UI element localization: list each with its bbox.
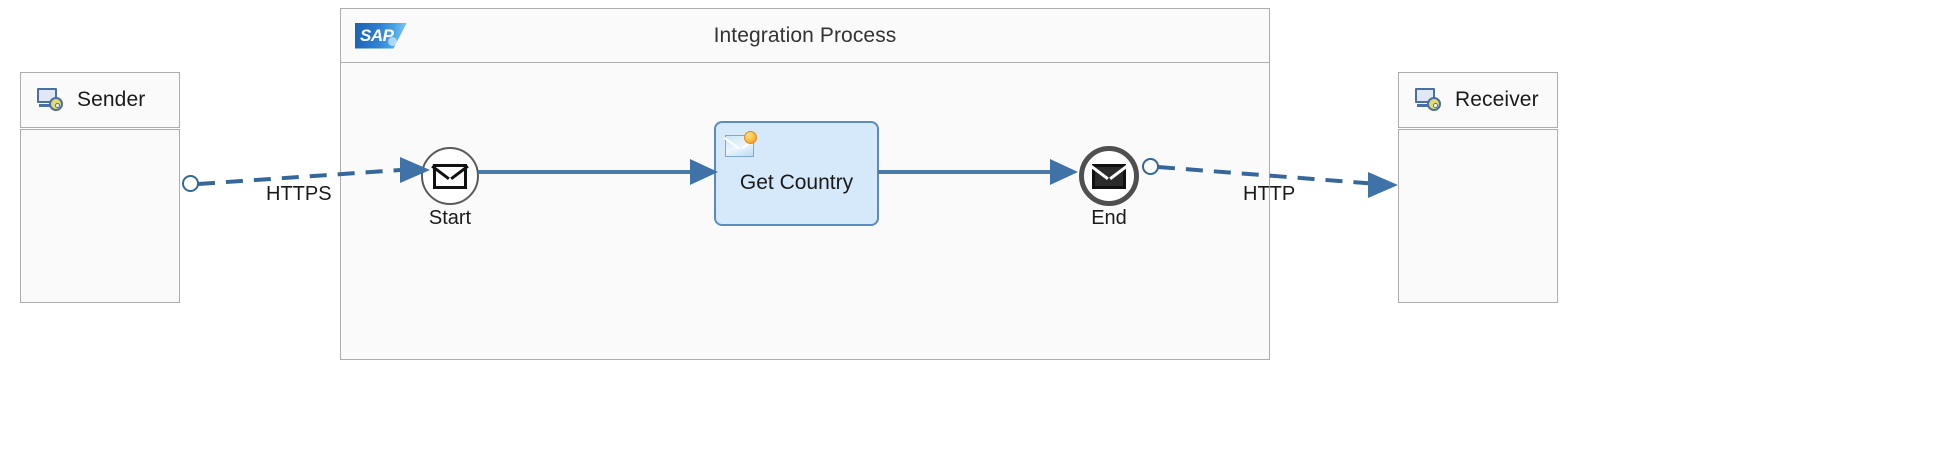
pool-integration-process[interactable]: SAP Integration Process Start Get Countr… xyxy=(340,8,1270,360)
pool-header: SAP Integration Process xyxy=(341,9,1269,63)
sap-logo-text: SAP xyxy=(360,25,394,45)
message-mapping-icon xyxy=(724,131,757,157)
task-get-country-label: Get Country xyxy=(739,171,854,194)
sap-logo: SAP xyxy=(355,22,407,49)
participant-sender[interactable]: Sender xyxy=(20,72,180,304)
participant-sender-body[interactable] xyxy=(20,129,180,303)
task-get-country[interactable]: Get Country xyxy=(714,121,879,226)
message-flow-outbound-arrow xyxy=(1368,172,1398,198)
message-flow-outbound-label: HTTP xyxy=(1243,183,1296,205)
message-envelope-icon xyxy=(431,163,469,189)
message-envelope-filled-icon xyxy=(1090,163,1128,189)
participant-receiver-header[interactable]: Receiver xyxy=(1398,72,1558,128)
start-event[interactable] xyxy=(421,147,479,205)
participant-sender-header[interactable]: Sender xyxy=(20,72,180,128)
participant-receiver[interactable]: Receiver xyxy=(1398,72,1558,304)
start-event-label: Start xyxy=(428,207,472,229)
end-event[interactable] xyxy=(1079,146,1139,206)
system-monitor-icon xyxy=(37,88,63,112)
system-monitor-icon xyxy=(1415,88,1441,112)
message-flow-inbound-label: HTTPS xyxy=(266,183,332,205)
participant-sender-label: Sender xyxy=(77,88,146,111)
participant-receiver-label: Receiver xyxy=(1455,88,1539,111)
participant-receiver-body[interactable] xyxy=(1398,129,1558,303)
end-event-label: End xyxy=(1091,207,1127,229)
sender-connector-dot[interactable] xyxy=(182,175,199,192)
receiver-connector-dot[interactable] xyxy=(1142,158,1159,175)
pool-title: Integration Process xyxy=(713,23,897,47)
